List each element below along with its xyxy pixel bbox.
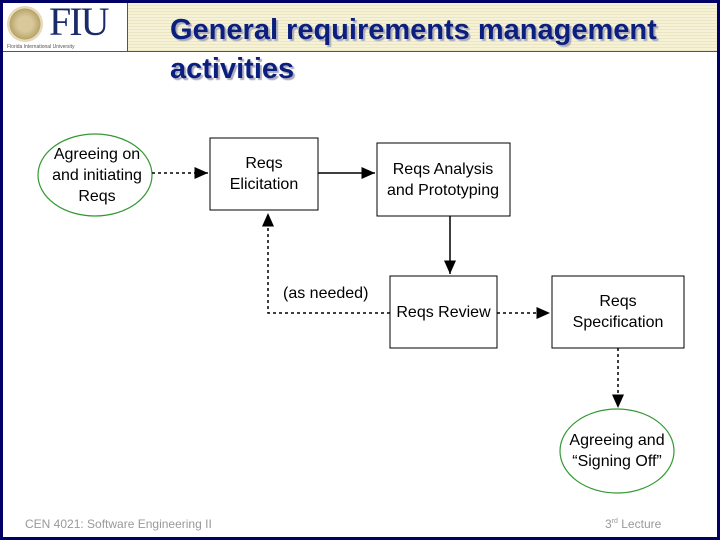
fiu-logo: FIU Florida International University (3, 3, 128, 52)
signoff-ellipse (559, 408, 675, 494)
footer-lecture: 3rd Lecture (605, 516, 661, 532)
signoff-label: Agreeing and “Signing Off” (569, 432, 665, 470)
specification-label: Reqs Specification (572, 293, 664, 331)
as-needed-label: (as needed) (283, 285, 369, 302)
footer-course: CEN 4021: Software Engineering II (25, 517, 212, 531)
arrow-review-elicitation (262, 213, 390, 314)
elicitation-box (209, 137, 319, 211)
review-label: Reqs Review (396, 303, 491, 321)
lecture-label: Lecture (617, 517, 662, 531)
header-band (128, 3, 717, 52)
slide-title: General requirements management activiti… (170, 14, 657, 85)
seal-icon (7, 6, 43, 42)
lecture-suffix: rd (611, 518, 618, 525)
elicitation-label: Reqs Elicitation (229, 155, 299, 193)
diagram-canvas (37, 133, 685, 494)
review-box (389, 275, 498, 349)
agreeing-label: Agreeing on and initiating Reqs (52, 145, 142, 205)
logo-subtext: Florida International University (7, 44, 75, 50)
analysis-label: Reqs Analysis and Prototyping (386, 160, 500, 199)
logo-text: FIU (49, 3, 109, 44)
agreeing-ellipse (37, 133, 153, 217)
specification-box (551, 275, 685, 349)
analysis-box (376, 142, 511, 217)
lecture-number: 3 (605, 517, 612, 531)
slide: FIU Florida International University Gen… (3, 3, 717, 537)
